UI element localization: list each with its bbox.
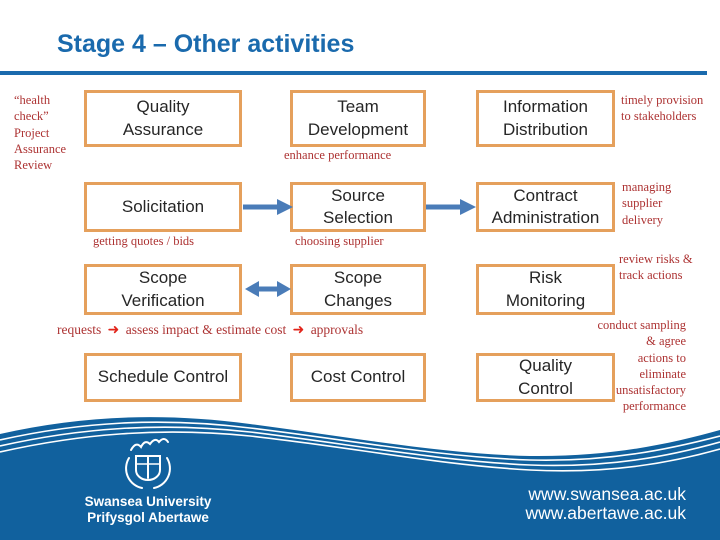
box-cost-control: Cost Control	[290, 353, 426, 402]
flow-arrow-right-icon	[426, 199, 476, 215]
red-arrow-icon: ➜	[107, 322, 120, 338]
note-conduct-sampling: conduct sampling & agree actions to elim…	[597, 318, 686, 414]
box-information-distribution: Information Distribution	[476, 90, 615, 147]
red-arrow-icon: ➜	[292, 322, 305, 338]
note-managing-supplier: managing supplier delivery	[622, 180, 672, 227]
flow-step-requests: requests	[57, 322, 102, 337]
box-label: Information Distribution	[502, 97, 589, 139]
box-source-selection: Source Selection	[290, 182, 426, 232]
box-schedule-control: Schedule Control	[84, 353, 242, 402]
box-label: Cost Control	[310, 367, 406, 387]
flow-step-approvals: approvals	[310, 322, 364, 337]
box-label: Contract Administration	[491, 185, 600, 227]
box-quality-assurance: Quality Assurance	[84, 90, 242, 147]
note-getting-quotes: getting quotes / bids	[93, 234, 195, 248]
note-choosing-supplier: choosing supplier	[295, 234, 384, 248]
box-label: Solicitation	[121, 196, 205, 216]
box-team-development: Team Development	[290, 90, 426, 147]
note-enhance-performance: enhance performance	[284, 148, 392, 162]
box-label: Scope Verification	[121, 268, 205, 310]
url-primary: www.swansea.ac.uk	[528, 484, 686, 504]
box-quality-control: Quality Control	[476, 353, 615, 402]
flow-step-assess: assess impact & estimate cost	[125, 322, 287, 337]
flow-arrow-right-icon	[243, 199, 293, 215]
title-divider	[0, 71, 707, 75]
box-label: Scope Changes	[323, 268, 393, 310]
page-title: Stage 4 – Other activities	[57, 30, 355, 58]
university-name-welsh: Prifysgol Abertawe	[87, 510, 209, 525]
url-secondary: www.abertawe.ac.uk	[525, 502, 687, 523]
box-solicitation: Solicitation	[84, 182, 242, 232]
box-label: Team Development	[307, 97, 409, 139]
note-timely-provision: timely provision to stakeholders	[621, 93, 704, 124]
footer-wave	[0, 417, 720, 540]
box-label: Quality Assurance	[122, 97, 204, 139]
note-review-risks: review risks & track actions	[619, 252, 693, 283]
university-name: Swansea University	[84, 494, 212, 509]
box-label: Source Selection	[323, 185, 393, 227]
note-change-flow: requests ➜ assess impact & estimate cost…	[57, 322, 363, 338]
note-health-check: “health check” Project Assurance Review	[14, 93, 67, 172]
box-label: Risk Monitoring	[505, 268, 586, 310]
footer-urls: www.swansea.ac.uk www.abertawe.ac.uk	[526, 485, 687, 522]
box-risk-monitoring: Risk Monitoring	[476, 264, 615, 315]
box-contract-administration: Contract Administration	[476, 182, 615, 232]
box-scope-verification: Scope Verification	[84, 264, 242, 315]
box-label: Schedule Control	[97, 367, 229, 387]
university-crest-icon	[125, 438, 171, 489]
box-scope-changes: Scope Changes	[290, 264, 426, 315]
flow-arrow-double-icon	[245, 281, 291, 297]
box-label: Quality Control	[518, 356, 573, 398]
